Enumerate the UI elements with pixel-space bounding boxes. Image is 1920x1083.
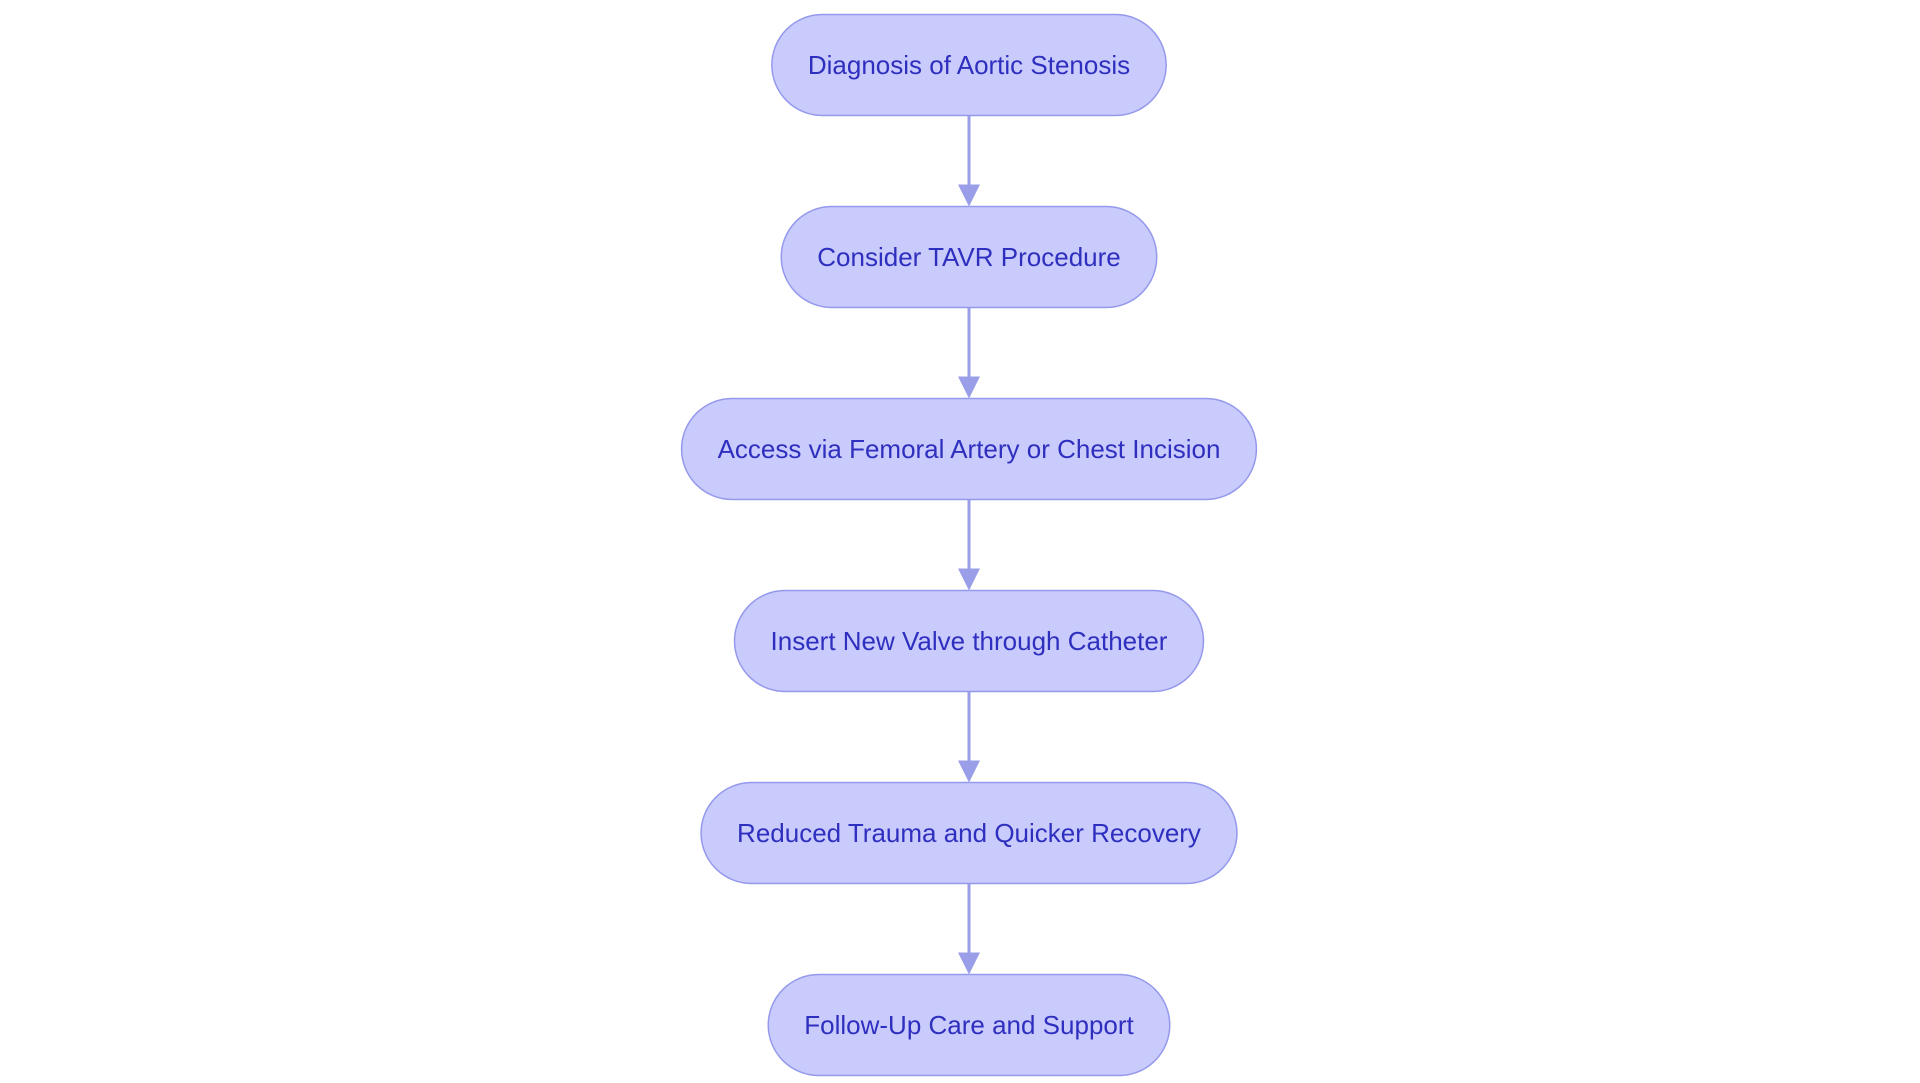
flow-arrow-2 bbox=[958, 307, 980, 399]
arrowhead-icon bbox=[958, 952, 980, 975]
flow-node-shape bbox=[771, 13, 1167, 117]
flow-node-label: Access via Femoral Artery or Chest Incis… bbox=[718, 434, 1221, 464]
flow-node-label: Diagnosis of Aortic Stenosis bbox=[808, 50, 1130, 80]
flow-arrow-5 bbox=[958, 883, 980, 975]
flow-node-shape bbox=[680, 397, 1258, 501]
flow-node-label: Insert New Valve through Catheter bbox=[771, 626, 1168, 656]
flow-node-4: Insert New Valve through Catheter bbox=[733, 589, 1205, 693]
flow-node-label: Follow-Up Care and Support bbox=[804, 1010, 1134, 1040]
arrowhead-icon bbox=[958, 760, 980, 783]
arrowhead-icon bbox=[958, 184, 980, 207]
flow-node-6: Follow-Up Care and Support bbox=[767, 973, 1171, 1077]
flow-node-2: Consider TAVR Procedure bbox=[780, 205, 1158, 309]
flow-node-3: Access via Femoral Artery or Chest Incis… bbox=[680, 397, 1258, 501]
flow-node-shape bbox=[767, 973, 1171, 1077]
flow-node-shape bbox=[700, 781, 1238, 885]
flow-node-1: Diagnosis of Aortic Stenosis bbox=[771, 13, 1167, 117]
flow-node-shape bbox=[780, 205, 1158, 309]
edges-layer bbox=[958, 115, 980, 975]
flow-arrow-3 bbox=[958, 499, 980, 591]
flow-node-5: Reduced Trauma and Quicker Recovery bbox=[700, 781, 1238, 885]
flow-node-shape bbox=[733, 589, 1205, 693]
flow-node-label: Reduced Trauma and Quicker Recovery bbox=[737, 818, 1201, 848]
flow-node-label: Consider TAVR Procedure bbox=[817, 242, 1120, 272]
arrowhead-icon bbox=[958, 568, 980, 591]
flow-arrow-4 bbox=[958, 691, 980, 783]
flow-arrow-1 bbox=[958, 115, 980, 207]
arrowhead-icon bbox=[958, 376, 980, 399]
